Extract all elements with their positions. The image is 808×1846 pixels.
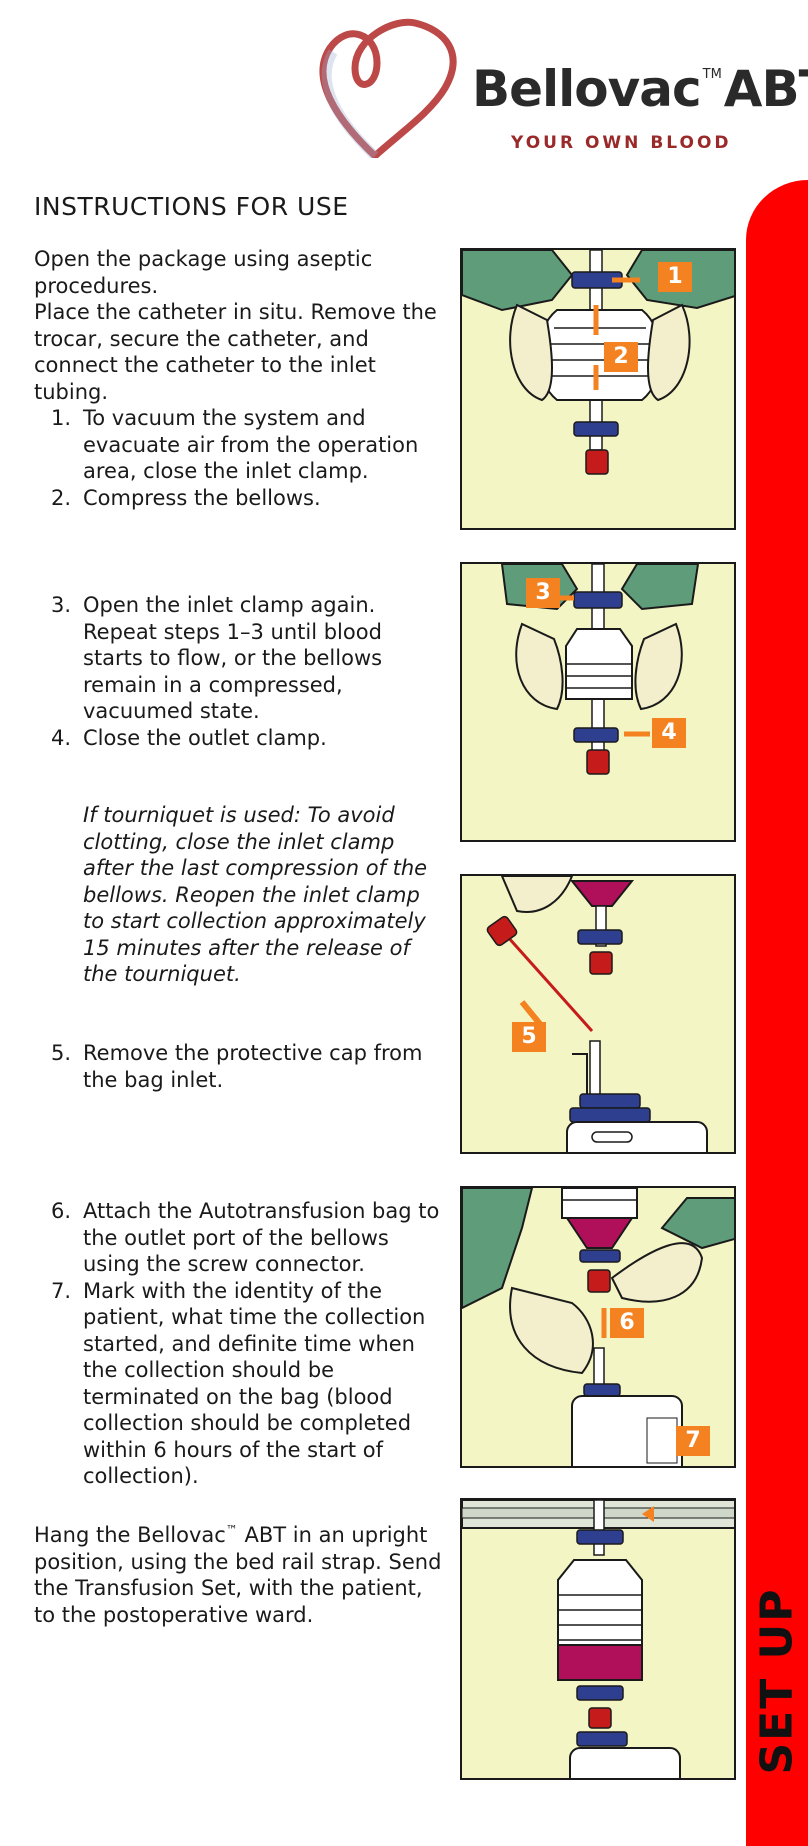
step-5: 5. Remove the protective cap from the ba…	[51, 1041, 423, 1092]
hang-bellows-illustration	[462, 1500, 734, 1778]
illustration-steps-6-7: 6 7	[460, 1186, 736, 1468]
step-badge-2: 2	[604, 342, 638, 372]
heart-logo-icon	[319, 18, 457, 158]
steps-6-7-block: 6. Attach the Autotransfusion bag to the…	[34, 1198, 444, 1490]
bellows-compress-illustration	[462, 250, 734, 475]
step-6: 6. Attach the Autotransfusion bag to the…	[51, 1199, 440, 1276]
illustration-step-5: 5	[460, 874, 736, 1154]
final-instruction: Hang the Bellovac™ ABT in an upright pos…	[34, 1523, 442, 1627]
steps-3-4-block: 3. Open the inlet clamp again. Repeat st…	[34, 592, 444, 751]
page-title: INSTRUCTIONS FOR USE	[34, 192, 349, 221]
tourniquet-note: If tourniquet is used: To avoid clotting…	[83, 803, 428, 986]
brand-tagline: YOUR OWN BLOOD	[511, 133, 732, 153]
section-side-band: SET UP	[746, 180, 808, 1846]
remove-cap-illustration	[486, 876, 708, 1152]
attach-bag-illustration	[462, 1188, 734, 1466]
step-5-block: 5. Remove the protective cap from the ba…	[34, 1040, 444, 1093]
step-badge-5: 5	[512, 1022, 546, 1052]
illustration-steps-1-2: 1 2	[460, 248, 736, 530]
bellows-vacuum-illustration	[500, 564, 700, 775]
step-1: 1. To vacuum the system and evacuate air…	[51, 406, 419, 483]
step-7: 7. Mark with the identity of the patient…	[51, 1278, 426, 1489]
step-badge-6: 6	[610, 1308, 644, 1338]
step-badge-1: 1	[658, 262, 692, 292]
step-badge-4: 4	[652, 718, 686, 748]
intro-block: Open the package using aseptic procedure…	[34, 246, 444, 511]
intro-line-1: Open the package using aseptic procedure…	[34, 247, 373, 298]
illustration-hang-bed-rail	[460, 1498, 736, 1780]
step-3: 3. Open the inlet clamp again. Repeat st…	[51, 593, 383, 723]
illustration-steps-3-4: 3 4	[460, 562, 736, 842]
intro-line-2: Place the catheter in situ. Remove the t…	[34, 300, 437, 404]
step-4: 4. Close the outlet clamp.	[51, 725, 327, 750]
step-badge-3: 3	[526, 578, 560, 608]
step-badge-7: 7	[676, 1426, 710, 1456]
section-label: SET UP	[751, 1587, 803, 1775]
step-2: 2. Compress the bellows.	[51, 485, 321, 510]
